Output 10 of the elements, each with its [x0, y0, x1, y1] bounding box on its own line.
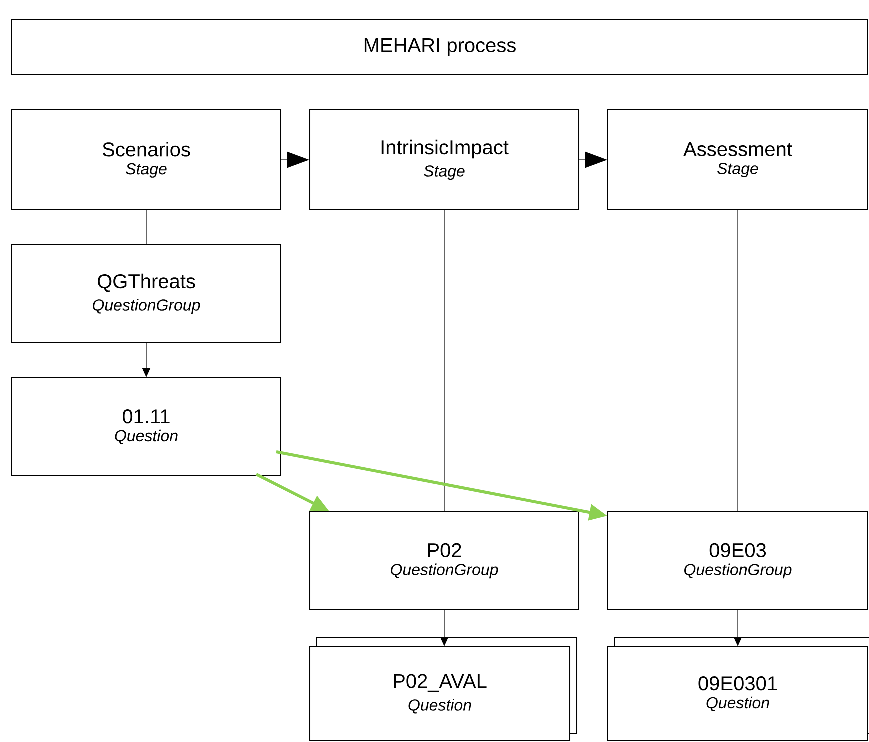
question-box: P02_AVAL Question	[310, 638, 578, 742]
question-group-box: P02 QuestionGroup	[310, 512, 580, 610]
question-box: 09E0301 Question	[608, 638, 869, 742]
stage-box: Assessment Stage	[608, 110, 869, 210]
question-group-box: QGThreats QuestionGroup	[12, 244, 282, 344]
title-box: MEHARI process	[12, 20, 869, 76]
stage-box: IntrinsicImpact Stage	[310, 110, 580, 210]
question-box: 01.11 Question	[12, 378, 282, 476]
question-group-box: 09E03 QuestionGroup	[608, 512, 869, 610]
stage-box: Scenarios Stage	[12, 110, 282, 210]
